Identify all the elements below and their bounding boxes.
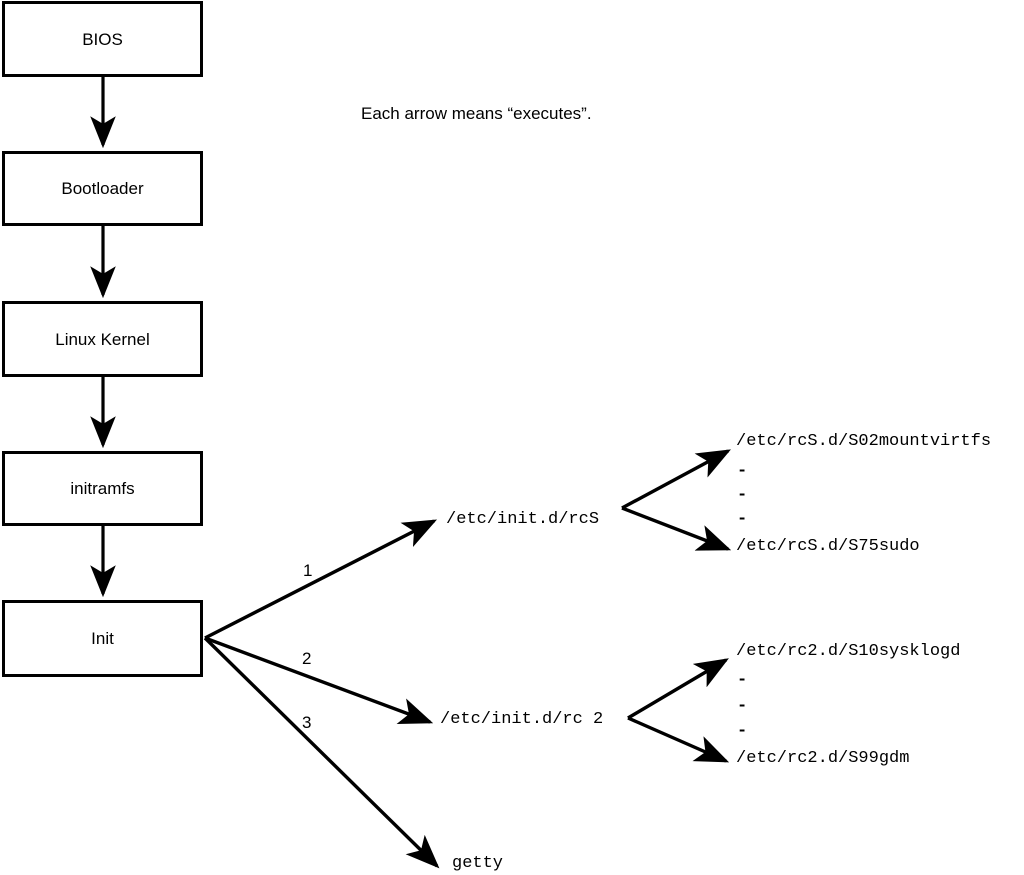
node-box-bios[interactable]: BIOS — [2, 1, 203, 77]
edge-number-2: 2 — [302, 649, 312, 668]
node-label-linux-kernel: Linux Kernel — [55, 329, 150, 349]
label-rcs-first-script[interactable]: /etc/rcS.d/S02mountvirtfs — [736, 432, 992, 451]
edge-number-1: 1 — [303, 561, 313, 580]
init-fanout-arrows — [203, 519, 440, 869]
label-etc-init-d-rc-2[interactable]: /etc/init.d/rc 2 — [440, 710, 604, 729]
label-etc-init-d-rcs[interactable]: /etc/init.d/rcS — [446, 510, 600, 529]
edge-number-3: 3 — [302, 713, 312, 732]
rc2-ellipsis-dash-1: - — [737, 671, 748, 690]
arrow-init-to-rcs — [204, 519, 438, 640]
arrow-init-to-rc2 — [204, 636, 434, 725]
rc2-fanout-arrows — [627, 658, 730, 763]
node-box-bootloader[interactable]: Bootloader — [2, 151, 203, 226]
label-rc2-last-script[interactable]: /etc/rc2.d/S99gdm — [736, 749, 910, 768]
node-label-init: Init — [91, 629, 114, 648]
label-rc2-first-script[interactable]: /etc/rc2.d/S10sysklogd — [736, 642, 961, 661]
rcs-ellipsis-dash-3: - — [737, 510, 748, 529]
rc2-ellipsis-dash-3: - — [737, 722, 748, 741]
node-label-bootloader: Bootloader — [61, 179, 144, 198]
rc2-ellipsis-dash-2: - — [737, 697, 748, 716]
arrow-rcs-to-first-script — [621, 449, 731, 510]
label-rcs-last-script[interactable]: /etc/rcS.d/S75sudo — [736, 537, 920, 556]
caption-each-arrow-means-executes: Each arrow means “executes”. — [361, 104, 592, 123]
label-getty[interactable]: getty — [452, 854, 504, 873]
node-box-initramfs[interactable]: initramfs — [2, 451, 203, 526]
rcs-ellipsis-dash-1: - — [737, 462, 748, 481]
arrow-rc2-to-first-script — [627, 658, 729, 720]
arrow-init-to-getty — [203, 636, 440, 869]
rcs-ellipsis-dash-2: - — [737, 486, 748, 505]
node-label-initramfs: initramfs — [70, 479, 135, 498]
rcs-fanout-arrows — [621, 449, 732, 551]
arrow-rc2-to-last-script — [627, 716, 730, 763]
arrow-rcs-to-last-script — [621, 506, 732, 551]
node-box-init[interactable]: Init — [2, 600, 203, 677]
node-box-linux-kernel[interactable]: Linux Kernel — [2, 301, 203, 377]
node-label-bios: BIOS — [82, 29, 123, 49]
